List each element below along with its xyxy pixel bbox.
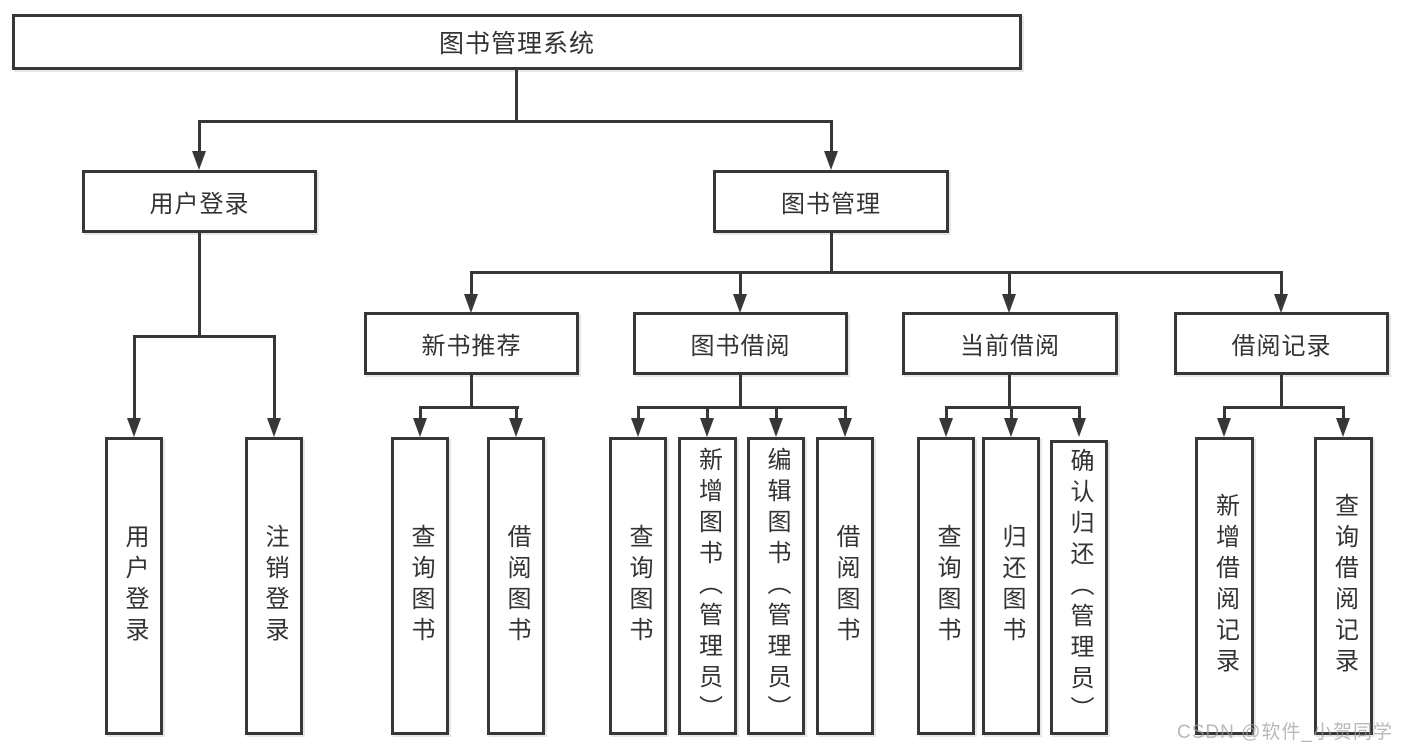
node-label: 借阅图书 xyxy=(832,524,859,648)
connector-records-shaft xyxy=(1223,406,1226,422)
node-current-query-books: 查询图书 xyxy=(917,437,975,735)
arrow-down-icon xyxy=(267,418,281,437)
arrow-down-icon xyxy=(769,418,783,437)
arrow-down-icon xyxy=(464,294,478,313)
node-label: 图书借阅 xyxy=(690,333,791,360)
arrow-down-icon xyxy=(700,418,714,437)
node-label: 编辑图书（管理员） xyxy=(763,446,790,726)
node-label: 用户登录 xyxy=(121,524,148,648)
connector-bookmgmt-stem xyxy=(830,233,833,274)
node-label: 新增借阅记录 xyxy=(1211,493,1239,679)
node-label: 查询图书 xyxy=(625,524,652,648)
connector-borrowing-stem xyxy=(739,374,742,409)
node-label: 确认归还（管理员） xyxy=(1066,448,1093,727)
node-book-management-branch: 图书管理 xyxy=(713,170,949,233)
connector-bookmgmt-shaft xyxy=(1280,271,1283,299)
node-label: 用户登录 xyxy=(149,191,250,218)
connector-borrowing-shaft xyxy=(637,406,640,422)
connector-bookmgmt-shaft xyxy=(1008,271,1011,299)
csdn-watermark: CSDN @软件_小贺同学 xyxy=(1177,722,1393,743)
node-borrowing-records: 借阅记录 xyxy=(1174,312,1389,375)
connector-borrowing-shaft xyxy=(775,406,778,422)
node-label: 当前借阅 xyxy=(960,333,1060,360)
node-label: 图书管理 xyxy=(781,191,881,218)
node-recommend-query-books: 查询图书 xyxy=(391,437,449,735)
connector-borrowing-shaft xyxy=(844,406,847,422)
node-recommend-borrow-books: 借阅图书 xyxy=(487,437,545,735)
connector-records-stem xyxy=(1280,374,1283,409)
connector-current-shaft xyxy=(1010,406,1013,422)
node-book-borrowing: 图书借阅 xyxy=(633,312,848,375)
connector-root-bar xyxy=(198,120,833,123)
connector-recommend-bar xyxy=(419,406,519,409)
connector-current-shaft xyxy=(1078,406,1081,422)
connector-borrowing-shaft xyxy=(706,406,709,422)
connector-root-left-shaft xyxy=(198,120,201,154)
connector-recommend-shaft xyxy=(515,406,518,422)
arrow-down-icon xyxy=(413,418,427,437)
connector-bookmgmt-shaft xyxy=(739,271,742,299)
node-edit-books-admin: 编辑图书（管理员） xyxy=(747,437,805,735)
arrow-down-icon xyxy=(733,294,747,313)
connector-root-stem xyxy=(515,69,518,122)
node-query-borrow-record: 查询借阅记录 xyxy=(1314,437,1373,735)
connector-userlogin-shaft xyxy=(273,335,276,421)
node-label: 查询图书 xyxy=(407,524,434,648)
connector-userlogin-stem xyxy=(198,233,201,338)
arrow-down-icon xyxy=(824,151,838,170)
connector-current-shaft xyxy=(945,406,948,422)
connector-current-bar xyxy=(945,406,1081,409)
arrow-down-icon xyxy=(509,418,523,437)
node-current-borrowing: 当前借阅 xyxy=(902,312,1118,375)
node-return-books: 归还图书 xyxy=(982,437,1040,735)
arrow-down-icon xyxy=(1004,418,1018,437)
node-add-borrow-record: 新增借阅记录 xyxy=(1195,437,1254,735)
arrow-down-icon xyxy=(1072,418,1086,437)
arrow-down-icon xyxy=(1336,418,1350,437)
connector-records-bar xyxy=(1223,406,1345,409)
node-label: 新增图书（管理员） xyxy=(694,446,722,726)
connector-bookmgmt-bar xyxy=(470,271,1283,274)
arrow-down-icon xyxy=(631,418,645,437)
node-user-login: 用户登录 xyxy=(105,437,163,735)
node-library-management-system: 图书管理系统 xyxy=(12,14,1022,70)
node-logout: 注销登录 xyxy=(245,437,303,735)
connector-current-stem xyxy=(1008,374,1011,409)
connector-userlogin-shaft xyxy=(133,335,136,421)
node-borrowing-borrow-books: 借阅图书 xyxy=(816,437,874,735)
connector-recommend-shaft xyxy=(419,406,422,422)
connector-userlogin-bar xyxy=(133,335,276,338)
node-label: 借阅图书 xyxy=(503,524,530,648)
node-label: 查询借阅记录 xyxy=(1330,493,1358,679)
node-label: 归还图书 xyxy=(998,524,1025,648)
connector-records-shaft xyxy=(1342,406,1345,422)
node-label: 新书推荐 xyxy=(421,333,522,360)
node-confirm-return-admin: 确认归还（管理员） xyxy=(1050,440,1108,735)
arrow-down-icon xyxy=(838,418,852,437)
node-user-login-branch: 用户登录 xyxy=(82,170,317,233)
node-label: 借阅记录 xyxy=(1231,333,1332,360)
arrow-down-icon xyxy=(1274,294,1288,313)
connector-recommend-stem xyxy=(470,374,473,409)
arrow-down-icon xyxy=(192,151,206,170)
arrow-down-icon xyxy=(1217,418,1231,437)
connector-bookmgmt-shaft xyxy=(470,271,473,299)
node-new-book-recommend: 新书推荐 xyxy=(364,312,579,375)
node-label: 查询图书 xyxy=(933,524,960,648)
node-add-books-admin: 新增图书（管理员） xyxy=(678,437,737,735)
arrow-down-icon xyxy=(127,418,141,437)
node-label: 图书管理系统 xyxy=(438,30,595,58)
connector-root-right-shaft xyxy=(830,120,833,154)
arrow-down-icon xyxy=(939,418,953,437)
node-borrowing-query-books: 查询图书 xyxy=(609,437,667,735)
arrow-down-icon xyxy=(1002,294,1016,313)
node-label: 注销登录 xyxy=(261,524,288,648)
connector-borrowing-bar xyxy=(637,406,847,409)
